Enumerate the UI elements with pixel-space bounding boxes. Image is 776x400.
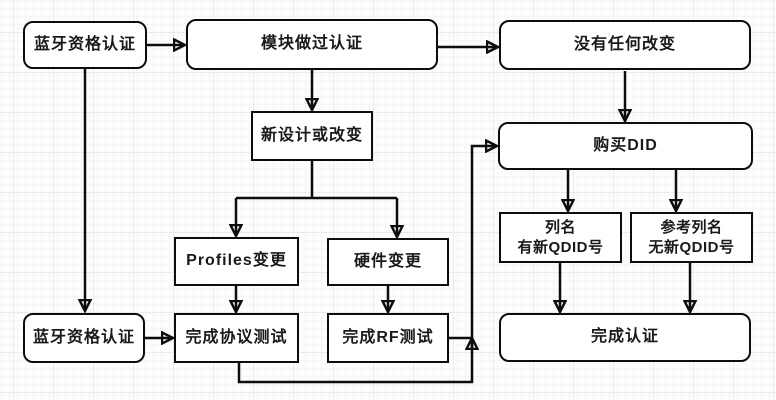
node-bluetooth-qualification-bottom: 蓝牙资格认证 [23,313,145,363]
node-profiles-change: Profiles变更 [174,237,299,286]
node-ref-listing-no-qdid: 参考列名 无新QDID号 [630,212,753,263]
node-buy-did: 购买DID [498,122,753,170]
edge-protocoltest-to-buydid [237,146,496,384]
node-no-change: 没有任何改变 [499,20,751,70]
node-complete-protocol-test: 完成协议测试 [174,313,299,363]
node-complete-rf-test: 完成RF测试 [327,313,449,363]
node-complete-certification: 完成认证 [499,313,751,362]
node-listing-new-qdid: 列名 有新QDID号 [499,212,622,263]
node-new-design-or-change: 新设计或改变 [251,111,373,161]
node-bluetooth-qualification-top: 蓝牙资格认证 [23,21,147,69]
node-hardware-change: 硬件变更 [327,238,449,286]
node-module-certified: 模块做过认证 [186,19,438,70]
edge-newdesign-split [236,161,397,200]
